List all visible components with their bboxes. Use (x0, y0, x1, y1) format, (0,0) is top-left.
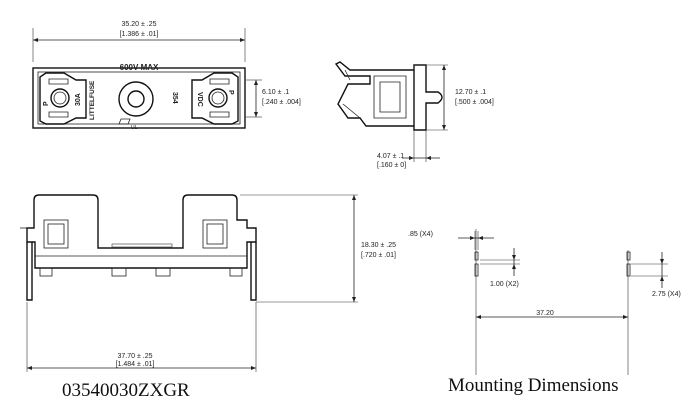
front-width-dim-in: [1.484 ± .01] (116, 361, 155, 368)
top-body-outline (32, 67, 246, 129)
pin-left-label: P (43, 101, 50, 106)
voltage-label: 600V MAX (120, 63, 159, 72)
mount-spacing: 37.20 (536, 310, 554, 317)
front-height-dim: 18.30 ± .25 (361, 242, 396, 249)
right-clip (191, 72, 239, 125)
series-label: 354 (171, 92, 178, 104)
top-height-dim-in: [.240 ± .004] (262, 99, 301, 106)
right-leg (250, 242, 257, 301)
top-height-dim: 6.10 ± .1 (262, 89, 289, 96)
top-width-dim-in: [1.386 ± .01] (120, 31, 159, 38)
side-slot-dim: 4.07 ± .1 (377, 153, 404, 160)
front-view: 18.30 ± .25 [.720 ± .01] 37.70 ± .25 [1.… (20, 194, 396, 372)
side-clip (334, 61, 414, 127)
pin-right-label: P (227, 90, 234, 95)
side-height-dim-in: [.500 ± .004] (455, 99, 494, 106)
mount-pin-right-bottom (626, 263, 631, 277)
left-clip (39, 72, 87, 125)
side-height-dim: 12.70 ± .1 (455, 89, 486, 96)
front-width-dim: 37.70 ± .25 (118, 353, 153, 360)
mount-pin-length: 1.00 (X2) (490, 281, 519, 288)
amps-label: 30A (75, 93, 82, 106)
mount-pin-right-top (626, 251, 631, 261)
right-terminal-hole (208, 88, 228, 108)
top-width-dim: 35.20 ± .25 (122, 21, 157, 28)
mount-pin-left-bottom (474, 263, 479, 277)
side-view: 12.70 ± .1 [.500 ± .004] 4.07 ± .1 [.160… (334, 61, 494, 169)
ul-cert-mark: UL (118, 118, 138, 131)
front-height-dim-in: [.720 ± .01] (361, 252, 396, 259)
mounting-title-caption: Mounting Dimensions (448, 375, 618, 396)
mount-pin-width: .85 (X4) (408, 231, 433, 238)
mount-pin-left-top (474, 251, 479, 261)
center-boss (118, 81, 154, 117)
vdc-label: VDC (196, 92, 203, 107)
left-leg (26, 242, 33, 301)
part-number-caption: 03540030ZXGR (62, 380, 190, 401)
brand-label: LITTELFUSE (89, 80, 96, 120)
front-body (26, 194, 257, 269)
side-slot-dim-in: [.160 ± 0] (377, 162, 406, 169)
side-body (413, 64, 443, 131)
cert-label: UL (131, 125, 138, 131)
left-terminal-hole (50, 88, 70, 108)
top-view: 35.20 ± .25 [1.386 ± .01] 600V MAX LITTE… (32, 21, 301, 131)
mounting-dimensions: .85 (X4) 1.00 (X2) 37.20 2.75 (X4) (408, 229, 681, 375)
mount-pin-length-2: 2.75 (X4) (652, 291, 681, 298)
